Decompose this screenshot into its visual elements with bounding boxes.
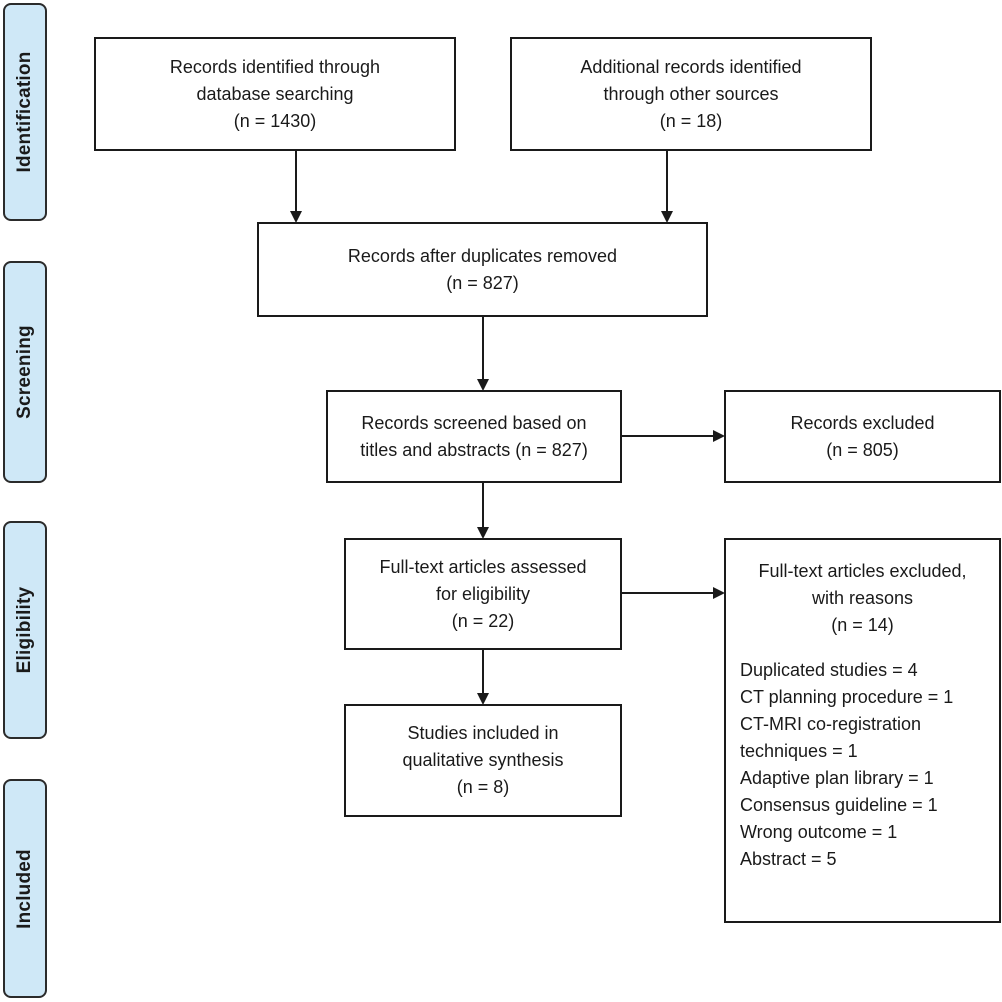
box-fulltext-excluded-line2: with reasons <box>811 588 914 608</box>
box-fulltext-excluded-count: (n = 14) <box>831 615 894 635</box>
stage-eligibility: Eligibility <box>3 521 47 739</box>
box-database-records-count: (n = 1430) <box>233 110 317 131</box>
exclusion-reason: Duplicated studies = 4 <box>740 660 918 680</box>
exclusion-reason: techniques = 1 <box>740 741 858 761</box>
box-database-records-line2: database searching <box>196 83 354 104</box>
exclusion-reasons-list: Duplicated studies = 4 CT planning proce… <box>726 657 999 873</box>
exclusion-reason: CT planning procedure = 1 <box>740 687 954 707</box>
box-fulltext-excluded: Full-text articles excluded, with reason… <box>724 538 1001 923</box>
box-other-sources-line1: Additional records identified <box>580 56 802 77</box>
box-studies-included-count: (n = 8) <box>456 777 510 797</box>
box-records-screened-line1: Records screened based on <box>361 412 587 433</box>
exclusion-reason: CT-MRI co-registration <box>740 714 922 734</box>
exclusion-reason: Abstract = 5 <box>740 849 837 869</box>
exclusion-reason: Wrong outcome = 1 <box>740 822 898 842</box>
box-other-sources: Additional records identified through ot… <box>510 37 872 151</box>
box-database-records: Records identified through database sear… <box>94 37 456 151</box>
box-studies-included: Studies included in qualitative synthesi… <box>344 704 622 817</box>
box-records-excluded-count: (n = 805) <box>826 439 899 460</box>
box-records-screened: Records screened based on titles and abs… <box>326 390 622 483</box>
box-fulltext-assessed-line2: for eligibility <box>435 583 531 604</box>
box-studies-included-line2: qualitative synthesis <box>402 750 564 770</box>
exclusion-reason: Consensus guideline = 1 <box>740 795 938 815</box>
box-after-duplicates: Records after duplicates removed (n = 82… <box>257 222 708 317</box>
box-after-duplicates-count: (n = 827) <box>446 272 519 293</box>
box-fulltext-assessed: Full-text articles assessed for eligibil… <box>344 538 622 650</box>
box-fulltext-assessed-count: (n = 22) <box>451 610 515 631</box>
box-fulltext-assessed-line1: Full-text articles assessed <box>379 556 587 577</box>
box-records-screened-line2: titles and abstracts (n = 827) <box>360 439 588 460</box>
exclusion-reason: Adaptive plan library = 1 <box>740 768 934 788</box>
box-studies-included-line1: Studies included in <box>407 723 559 743</box>
box-after-duplicates-line1: Records after duplicates removed <box>347 245 618 266</box>
stage-included: Included <box>3 779 47 998</box>
box-fulltext-excluded-line1: Full-text articles excluded, <box>758 561 967 581</box>
stage-identification: Identification <box>3 3 47 221</box>
box-database-records-line1: Records identified through <box>169 56 381 77</box>
box-other-sources-count: (n = 18) <box>659 110 723 131</box>
box-records-excluded-line1: Records excluded <box>790 412 935 433</box>
stage-screening: Screening <box>3 261 47 483</box>
box-other-sources-line2: through other sources <box>603 83 779 104</box>
box-records-excluded: Records excluded (n = 805) <box>724 390 1001 483</box>
